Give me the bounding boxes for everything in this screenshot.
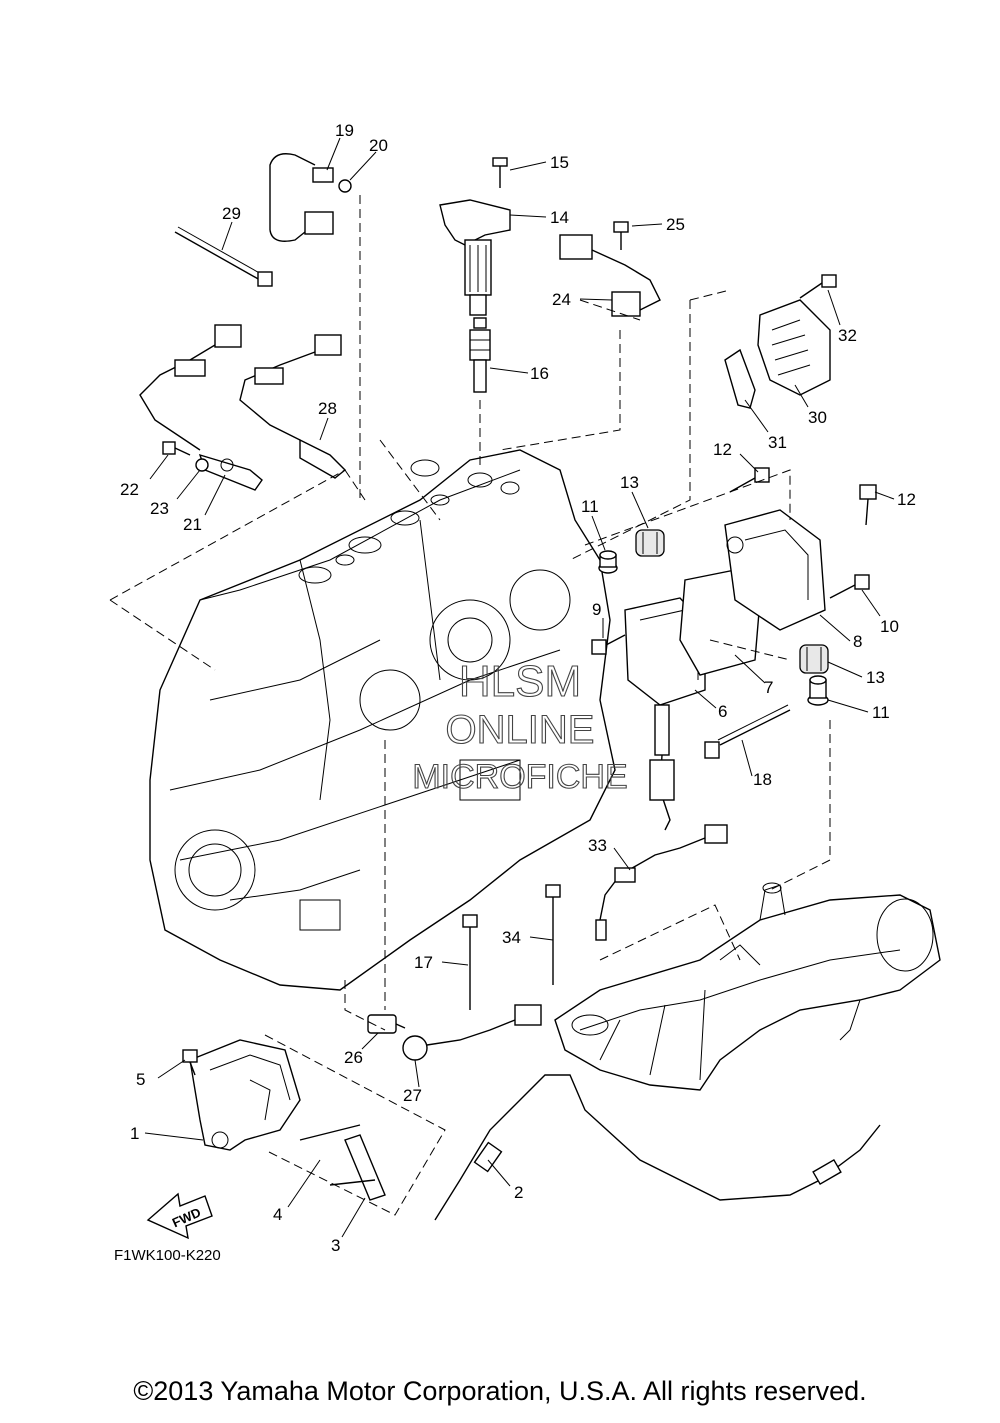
parts: [139, 153, 881, 1221]
engine-block: [149, 449, 616, 991]
callout-14: 14: [550, 208, 569, 227]
sensor-21: [139, 324, 263, 491]
callout-28: 28: [318, 399, 337, 418]
collar-11b: [807, 675, 829, 706]
bolt-32: [799, 274, 837, 299]
callout-33: 33: [588, 836, 607, 855]
copyright-footer: ©2013 Yamaha Motor Corporation, U.S.A. A…: [133, 1376, 867, 1406]
throttle-cable-2: [434, 1074, 881, 1221]
sensor-28: [239, 334, 347, 479]
callout-15: 15: [550, 153, 569, 172]
callout-8: 8: [853, 632, 862, 651]
bolt-22: [162, 441, 191, 456]
watermark-line2: ONLINE: [446, 708, 595, 752]
collar-11a: [598, 550, 618, 574]
watermark: HLSM ONLINE MICROFICHE: [412, 656, 628, 796]
callout-30: 30: [808, 408, 827, 427]
callout-26: 26: [344, 1048, 363, 1067]
callout-4: 4: [273, 1205, 282, 1224]
callout-9: 9: [592, 600, 601, 619]
callout-11b: 11: [872, 703, 890, 722]
cable-tie-34: [545, 884, 561, 985]
callout-32: 32: [838, 326, 857, 345]
callout-10: 10: [880, 617, 899, 636]
callout-21: 21: [183, 515, 202, 534]
washer-20: [338, 179, 352, 193]
callout-29: 29: [222, 204, 241, 223]
bracket-3: [344, 1134, 386, 1201]
callout-13a: 13: [620, 473, 639, 492]
watermark-line1: HLSM: [459, 657, 581, 706]
sensor-30: [757, 299, 831, 396]
callout-13b: 13: [866, 668, 885, 687]
callout-5: 5: [136, 1070, 145, 1089]
bolt-12b: [859, 484, 877, 526]
ignition-coil: [439, 199, 511, 316]
exhaust-manifold: [554, 882, 941, 1091]
leader-lines: [144, 137, 895, 1238]
callout-7: 7: [764, 678, 773, 697]
gasket-31: [724, 348, 756, 409]
callout-labels: 19 20 15 14 29 25 24 32 16 30 28 31 12 2…: [120, 121, 916, 1255]
spark-plug: [469, 317, 491, 393]
cable-tie-17: [462, 914, 478, 1010]
cable-tie-18: [704, 704, 791, 759]
coil-bolt: [492, 157, 508, 188]
bracket-8: [724, 509, 826, 631]
sensor-26: [367, 1014, 406, 1034]
temperature-sensor-19: [269, 153, 334, 242]
grommet-13b: [799, 644, 829, 674]
fwd-arrow-icon: FWD: [146, 1192, 213, 1240]
callout-3: 3: [331, 1236, 340, 1255]
callout-12a: 12: [713, 440, 732, 459]
bolt-4: [299, 1124, 376, 1186]
bolt-12a: [729, 467, 770, 493]
callout-18: 18: [753, 770, 772, 789]
sensor-24: [559, 234, 661, 317]
grommet-13a: [635, 529, 665, 557]
callout-24: 24: [552, 290, 571, 309]
sensor-27: [402, 1004, 542, 1061]
callout-17: 17: [414, 953, 433, 972]
callout-34: 34: [502, 928, 521, 947]
callout-22: 22: [120, 480, 139, 499]
callout-19: 19: [335, 121, 354, 140]
gasket-23: [195, 458, 209, 472]
bracket-1: [189, 1039, 301, 1151]
diagram-code: F1WK100-K220: [114, 1247, 221, 1264]
callout-6: 6: [718, 702, 727, 721]
watermark-line3: MICROFICHE: [412, 758, 627, 796]
callout-27: 27: [403, 1086, 422, 1105]
bolt-25: [613, 221, 629, 250]
assembly-lines: [109, 195, 831, 1216]
cable-tie-29: [174, 226, 273, 287]
bolt-9: [591, 634, 626, 655]
bolt-5: [182, 1049, 198, 1076]
callout-31: 31: [768, 433, 787, 452]
callout-20: 20: [369, 136, 388, 155]
callout-16: 16: [530, 364, 549, 383]
callout-1: 1: [130, 1124, 139, 1143]
callout-12b: 12: [897, 490, 916, 509]
callout-11a: 11: [581, 497, 599, 516]
callout-25: 25: [666, 215, 685, 234]
callout-23: 23: [150, 499, 169, 518]
callout-2: 2: [514, 1183, 523, 1202]
sensor-33: [595, 824, 728, 941]
bolt-10: [829, 574, 870, 599]
